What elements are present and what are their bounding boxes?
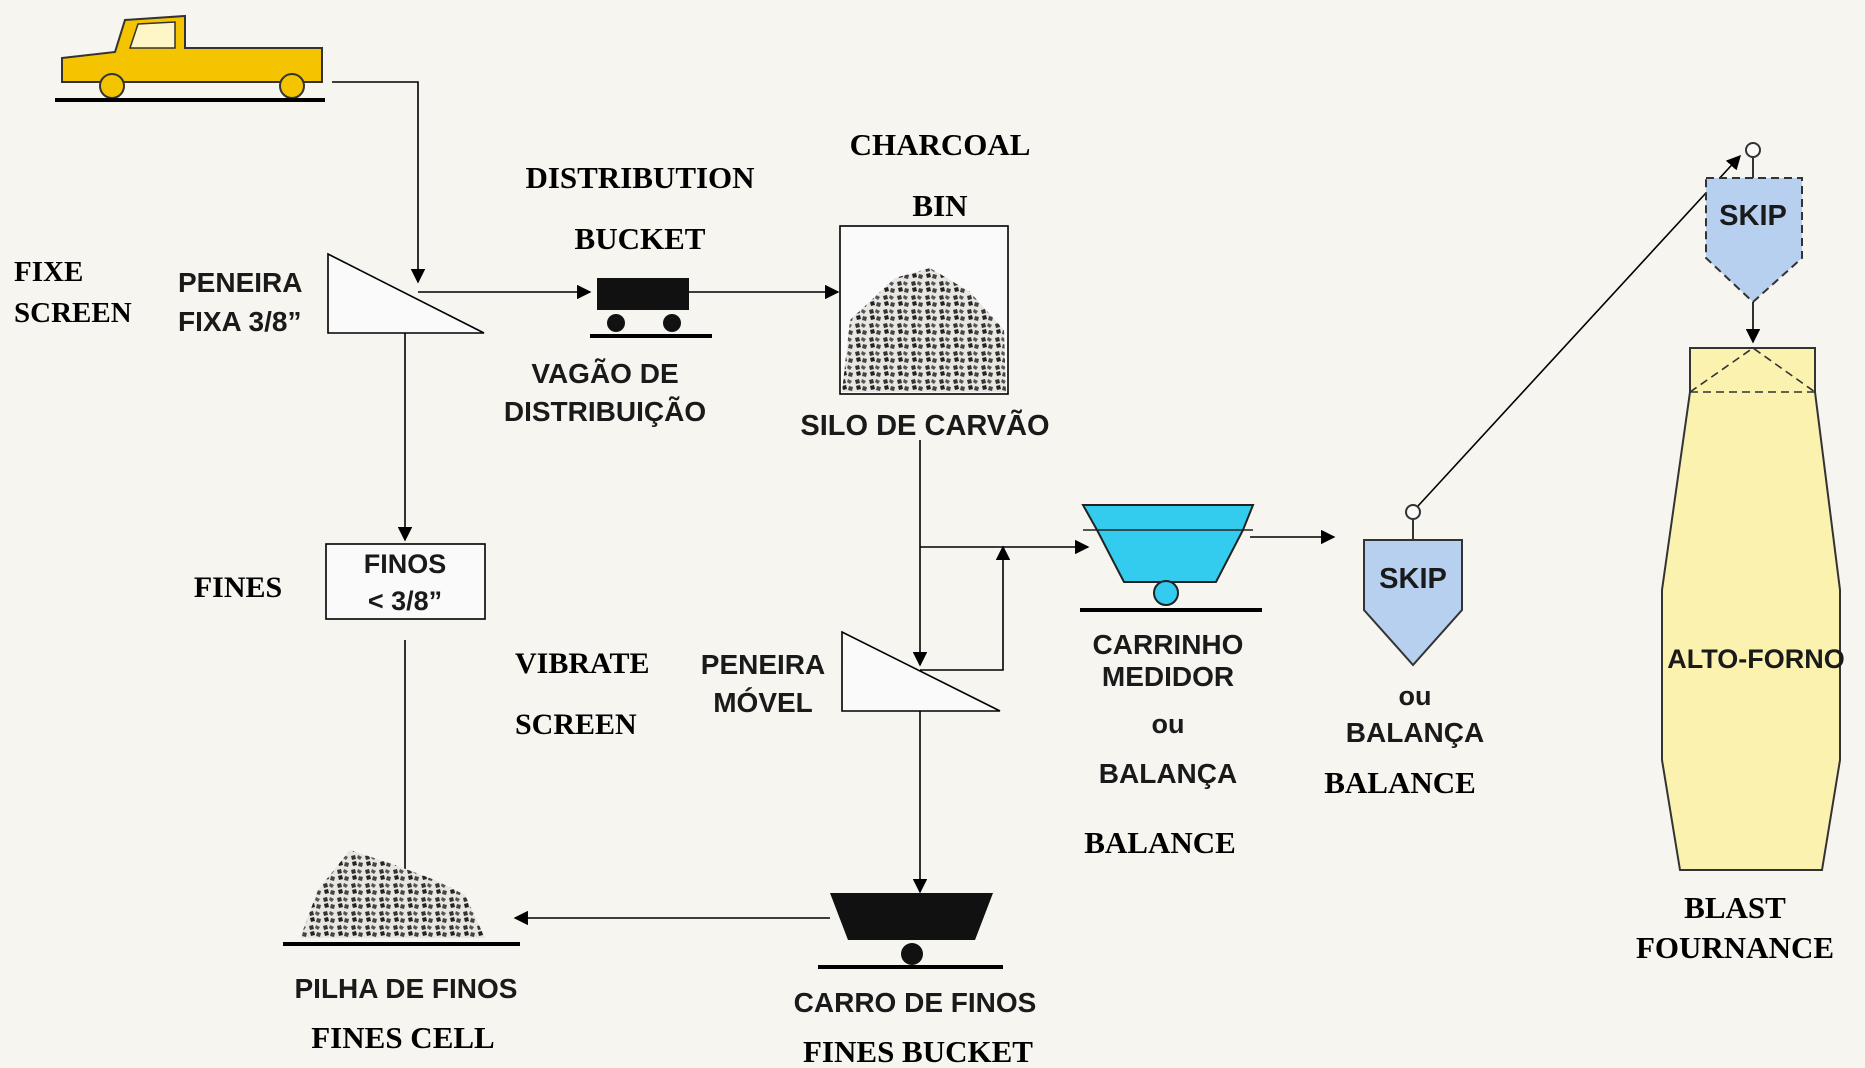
label-charcoal: CHARCOAL: [850, 127, 1031, 162]
label-silo: SILO DE CARVÃO: [800, 408, 1049, 442]
charcoal-pile-icon: [842, 268, 1006, 392]
label-peneira-movel-2: MÓVEL: [713, 687, 813, 718]
label-vibrate: VIBRATE: [515, 647, 649, 680]
label-pilha: PILHA DE FINOS: [295, 973, 518, 1004]
truck-to-screen-arrow: [332, 81, 426, 284]
label-fournance: FOURNANCE: [1636, 930, 1834, 965]
label-skip: SKIP: [1379, 563, 1447, 595]
label-alto-forno: ALTO-FORNO: [1667, 644, 1844, 674]
label-carrinho-2: MEDIDOR: [1102, 661, 1234, 692]
label-finos-2: < 3/8”: [368, 586, 442, 616]
label-carrinho-1: CARRINHO: [1093, 629, 1244, 660]
label-peneira-movel-1: PENEIRA: [701, 649, 825, 680]
label-fines-cell: FINES CELL: [311, 1020, 494, 1055]
label-skip-top: SKIP: [1719, 200, 1787, 232]
fines-pile-icon: [300, 850, 485, 938]
label-fixa: FIXA 3/8”: [178, 306, 301, 337]
label-balance-1: BALANCE: [1084, 825, 1236, 860]
fixed-screen: [327, 252, 485, 334]
label-blast: BLAST: [1684, 890, 1786, 925]
blast-furnace-icon: [1661, 347, 1841, 871]
label-bucket: BUCKET: [575, 221, 706, 256]
label-ou-2: ou: [1399, 681, 1432, 711]
label-balanca-2: BALANÇA: [1346, 717, 1484, 748]
fines-bucket-icon: [818, 893, 1003, 969]
label-carro: CARRO DE FINOS: [794, 987, 1037, 1018]
truck-icon: [55, 14, 325, 102]
skip-lower-icon: [1363, 504, 1463, 667]
distribution-wagon-icon: [590, 278, 712, 338]
fines-box: [325, 543, 486, 620]
label-fixe: FIXE: [14, 256, 83, 288]
incline-to-top-skip-arrow: [1417, 154, 1741, 507]
label-vagao-1: VAGÃO DE: [531, 358, 678, 389]
label-finos-1: FINOS: [364, 549, 447, 579]
label-fines-bucket: FINES BUCKET: [803, 1034, 1033, 1068]
label-balance-2: BALANCE: [1324, 765, 1476, 800]
label-bin: BIN: [912, 188, 967, 223]
vibrating-screen-return-arrow: [920, 545, 1011, 671]
label-ou-1: ou: [1152, 709, 1185, 739]
label-vagao-2: DISTRIBUIÇÃO: [504, 396, 706, 427]
carrinho-medidor-icon: [1080, 504, 1262, 612]
skip-top-icon: [1705, 142, 1803, 304]
label-screen: SCREEN: [14, 297, 132, 329]
label-peneira: PENEIRA: [178, 267, 302, 298]
label-distribution: DISTRIBUTION: [525, 160, 754, 195]
label-vibrate-screen: SCREEN: [515, 708, 637, 741]
label-fines: FINES: [194, 571, 282, 604]
label-balanca-1: BALANÇA: [1099, 758, 1237, 789]
vibrating-screen: [841, 630, 1001, 712]
